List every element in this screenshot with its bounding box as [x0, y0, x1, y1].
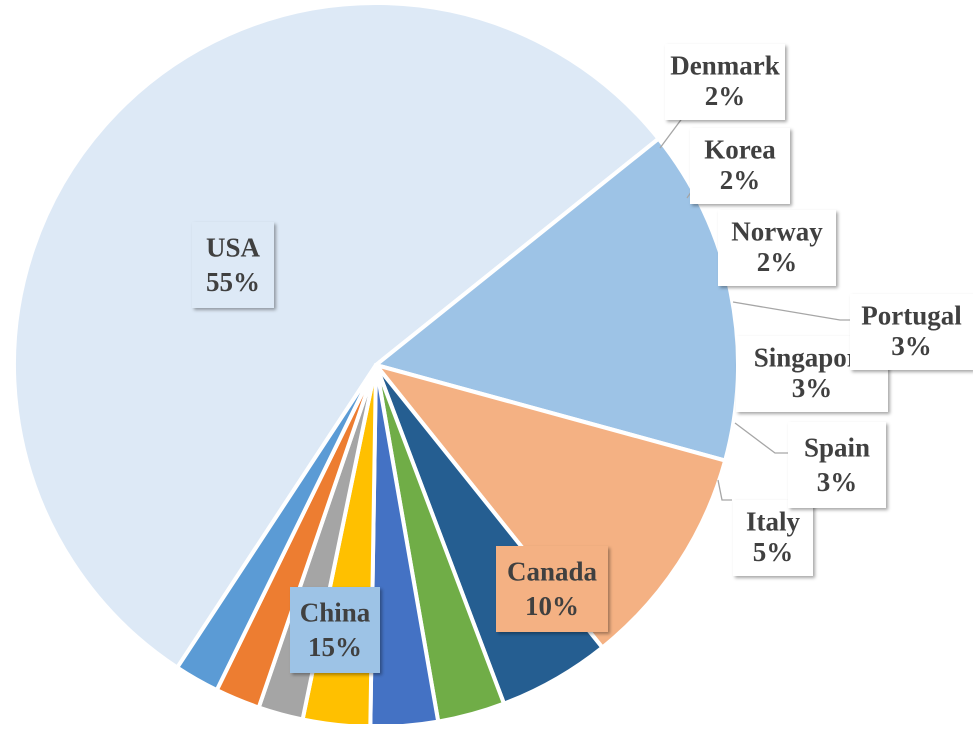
data-label-box-spain [788, 422, 886, 508]
leader-line-spain [734, 422, 788, 454]
leader-line-italy [717, 479, 732, 501]
data-label-category-italy: Italy [746, 506, 801, 536]
data-label-box-china [290, 587, 380, 673]
data-label-value-italy: 5% [753, 537, 794, 567]
leader-line-portugal [732, 301, 850, 321]
data-label-box-norway [718, 210, 836, 286]
data-label-box-canada [496, 546, 608, 632]
slice-china [374, 136, 740, 463]
data-label-category-china: China [300, 597, 371, 627]
slice-canada [374, 363, 728, 650]
data-label-value-denmark: 2% [705, 81, 746, 111]
data-label-box-italy [733, 500, 813, 576]
data-label-spain: Spain 3% [788, 422, 886, 508]
data-label-usa: USA 55% [192, 222, 274, 308]
data-label-value-china: 15% [308, 632, 362, 662]
data-label-box-usa [192, 222, 274, 308]
data-labels: USA55%China15%Canada10%Italy5%Spain3%Sin… [192, 44, 973, 673]
data-label-category-spain: Spain [804, 432, 870, 462]
data-label-category-korea: Korea [704, 134, 776, 164]
data-label-value-singapore: 3% [792, 373, 833, 403]
data-label-category-usa: USA [206, 232, 261, 262]
data-label-value-canada: 10% [525, 591, 579, 621]
data-label-box-korea [690, 128, 790, 204]
slice-usa [12, 1, 661, 670]
data-label-value-portugal: 3% [891, 331, 932, 361]
data-label-value-spain: 3% [817, 467, 858, 497]
data-label-china: China 15% [290, 587, 380, 673]
data-label-box-denmark [665, 44, 785, 120]
data-label-value-norway: 2% [757, 247, 798, 277]
data-label-category-portugal: Portugal [861, 300, 962, 330]
data-label-value-usa: 55% [206, 267, 260, 297]
slice-denmark [175, 363, 378, 693]
data-label-value-korea: 2% [720, 165, 761, 195]
data-label-category-norway: Norway [731, 216, 823, 246]
data-label-box-portugal [850, 294, 973, 370]
data-label-canada: Canada 10% [496, 546, 608, 632]
data-label-category-denmark: Denmark [670, 50, 780, 80]
data-label-category-canada: Canada [507, 556, 598, 586]
